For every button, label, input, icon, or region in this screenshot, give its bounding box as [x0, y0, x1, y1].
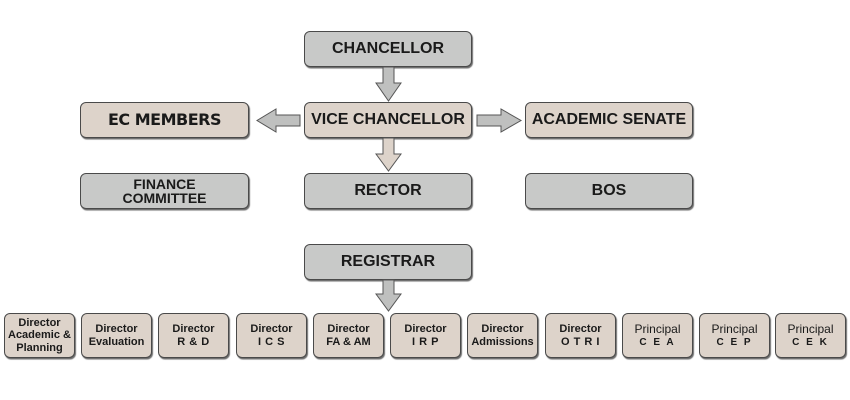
- bos-box: BOS: [525, 173, 693, 209]
- director-irp-box: Director I R P: [390, 313, 461, 358]
- director-title: Director: [250, 323, 293, 336]
- director-dept: I C S: [258, 335, 285, 348]
- finance-committee-label-line1: FINANCE: [133, 176, 196, 192]
- director-title: Director: [559, 323, 602, 336]
- arrow-vice-chancellor-to-academic-senate: [476, 108, 523, 133]
- principal-title: Principal: [711, 322, 758, 337]
- director-academic-planning-box: Director Academic & Planning: [4, 313, 75, 358]
- principal-title: Principal: [634, 322, 681, 337]
- academic-senate-label: ACADEMIC SENATE: [531, 110, 687, 128]
- finance-committee-label-line2: COMMITTEE: [122, 190, 207, 206]
- director-ics-box: Director I C S: [236, 313, 307, 358]
- director-dept-line2: Planning: [16, 341, 63, 354]
- director-dept: I R P: [412, 335, 439, 348]
- arrow-chancellor-to-vice-chancellor: [375, 66, 402, 102]
- principal-college: C E P: [716, 336, 753, 348]
- director-title: Director: [18, 317, 61, 330]
- director-title: Director: [172, 323, 215, 336]
- director-evaluation-box: Director Evaluation: [81, 313, 152, 358]
- ec-members-box: EC MEMBERS: [80, 102, 249, 138]
- director-title: Director: [481, 323, 524, 336]
- rector-box: RECTOR: [304, 173, 472, 209]
- bos-label: BOS: [591, 181, 627, 199]
- arrow-registrar-to-directors: [375, 279, 402, 312]
- arrow-vice-chancellor-to-rector: [375, 137, 402, 172]
- principal-cek-box: Principal C E K: [775, 313, 846, 358]
- director-admissions-box: Director Admissions: [467, 313, 538, 358]
- director-dept: Evaluation: [88, 335, 145, 348]
- principal-college: C E A: [639, 336, 676, 348]
- registrar-label: REGISTRAR: [340, 252, 436, 270]
- finance-committee-box: FINANCE COMMITTEE: [80, 173, 249, 209]
- director-title: Director: [404, 323, 447, 336]
- principal-title: Principal: [787, 322, 834, 337]
- vice-chancellor-box: VICE CHANCELLOR: [304, 102, 472, 138]
- arrow-vice-chancellor-to-ec-members: [256, 108, 301, 133]
- director-title: Director: [95, 323, 138, 336]
- director-otri-box: Director O T R I: [545, 313, 616, 358]
- director-dept: O T R I: [561, 335, 600, 348]
- director-r-and-d-box: Director R & D: [158, 313, 229, 358]
- rector-label: RECTOR: [354, 181, 422, 199]
- director-dept: FA & AM: [326, 335, 371, 348]
- director-title: Director: [327, 323, 370, 336]
- director-fa-am-box: Director FA & AM: [313, 313, 384, 358]
- principal-college: C E K: [792, 336, 829, 348]
- chancellor-box: CHANCELLOR: [304, 31, 472, 67]
- principal-cea-box: Principal C E A: [622, 313, 693, 358]
- principal-cep-box: Principal C E P: [699, 313, 770, 358]
- registrar-box: REGISTRAR: [304, 244, 472, 280]
- director-dept: Academic &: [8, 329, 71, 342]
- vice-chancellor-label: VICE CHANCELLOR: [311, 110, 465, 128]
- ec-members-label: EC MEMBERS: [108, 109, 221, 129]
- chancellor-label: CHANCELLOR: [332, 39, 444, 57]
- academic-senate-box: ACADEMIC SENATE: [525, 102, 693, 138]
- director-dept: R & D: [177, 335, 210, 348]
- director-dept: Admissions: [471, 335, 534, 348]
